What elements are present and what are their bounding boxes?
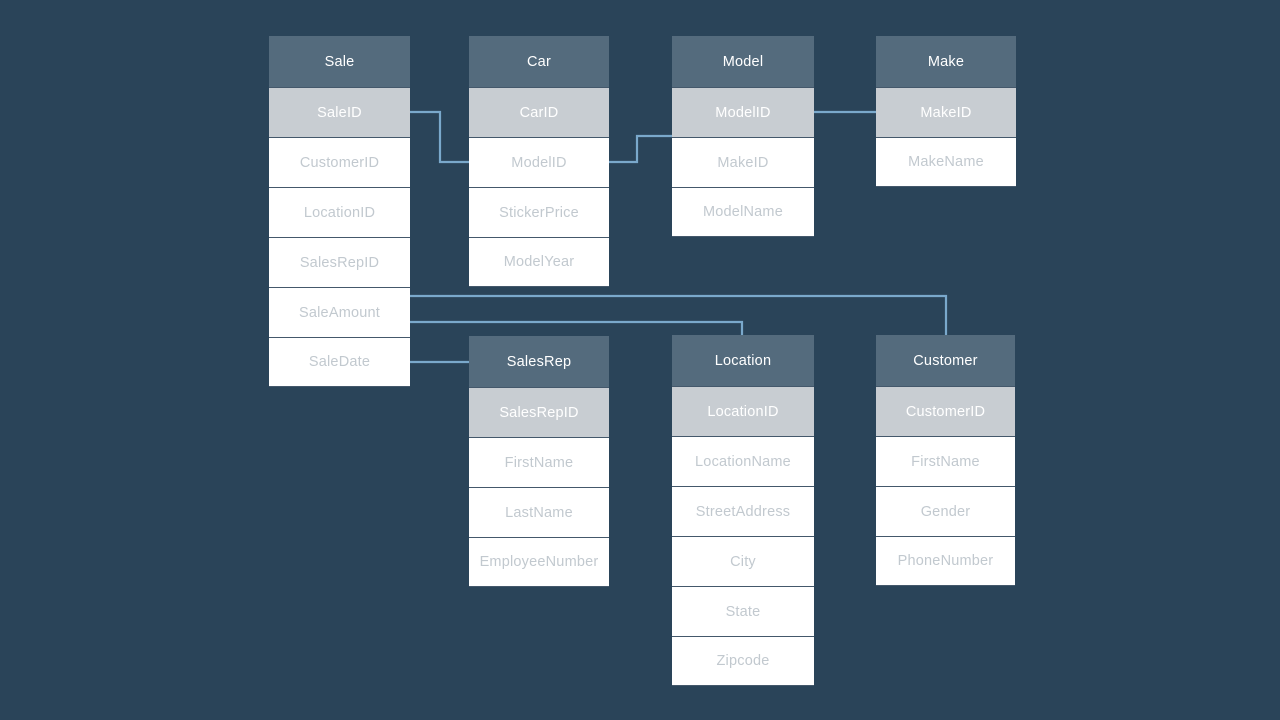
relationship-car-to-sale: [609, 134, 672, 164]
entity-title-make: Make: [876, 36, 1016, 87]
field-salesrep-employeenumber[interactable]: EmployeeNumber: [469, 537, 609, 587]
field-car-stickerprice[interactable]: StickerPrice: [469, 187, 609, 237]
field-sale-saledate[interactable]: SaleDate: [269, 337, 410, 387]
entity-title-customer: Customer: [876, 335, 1015, 386]
field-customer-customerid[interactable]: CustomerID: [876, 386, 1015, 436]
field-salesrep-salesrepid[interactable]: SalesRepID: [469, 387, 609, 437]
field-model-makeid[interactable]: MakeID: [672, 137, 814, 187]
field-model-modelid[interactable]: ModelID: [672, 87, 814, 137]
field-salesrep-lastname[interactable]: LastName: [469, 487, 609, 537]
field-car-modelid[interactable]: ModelID: [469, 137, 609, 187]
field-location-locationname[interactable]: LocationName: [672, 436, 814, 486]
entity-title-car: Car: [469, 36, 609, 87]
field-car-modelyear[interactable]: ModelYear: [469, 237, 609, 287]
entity-title-model: Model: [672, 36, 814, 87]
field-customer-gender[interactable]: Gender: [876, 486, 1015, 536]
relationship-sale-to-car: [410, 110, 469, 164]
field-location-city[interactable]: City: [672, 536, 814, 586]
entity-title-location: Location: [672, 335, 814, 386]
field-salesrep-firstname[interactable]: FirstName: [469, 437, 609, 487]
relationship-sale-to-customer: [410, 294, 948, 335]
field-sale-locationid[interactable]: LocationID: [269, 187, 410, 237]
field-location-zipcode[interactable]: Zipcode: [672, 636, 814, 686]
field-location-locationid[interactable]: LocationID: [672, 386, 814, 436]
field-sale-customerid[interactable]: CustomerID: [269, 137, 410, 187]
field-model-modelname[interactable]: ModelName: [672, 187, 814, 237]
field-sale-saleid[interactable]: SaleID: [269, 87, 410, 137]
field-sale-salesrepid[interactable]: SalesRepID: [269, 237, 410, 287]
entity-title-salesrep: SalesRep: [469, 336, 609, 387]
entity-title-sale: Sale: [269, 36, 410, 87]
field-sale-saleamount[interactable]: SaleAmount: [269, 287, 410, 337]
field-location-streetaddress[interactable]: StreetAddress: [672, 486, 814, 536]
field-make-makename[interactable]: MakeName: [876, 137, 1016, 187]
field-customer-firstname[interactable]: FirstName: [876, 436, 1015, 486]
relationship-sale-to-location: [410, 320, 744, 335]
field-make-makeid[interactable]: MakeID: [876, 87, 1016, 137]
field-location-state[interactable]: State: [672, 586, 814, 636]
field-car-carid[interactable]: CarID: [469, 87, 609, 137]
field-customer-phonenumber[interactable]: PhoneNumber: [876, 536, 1015, 586]
